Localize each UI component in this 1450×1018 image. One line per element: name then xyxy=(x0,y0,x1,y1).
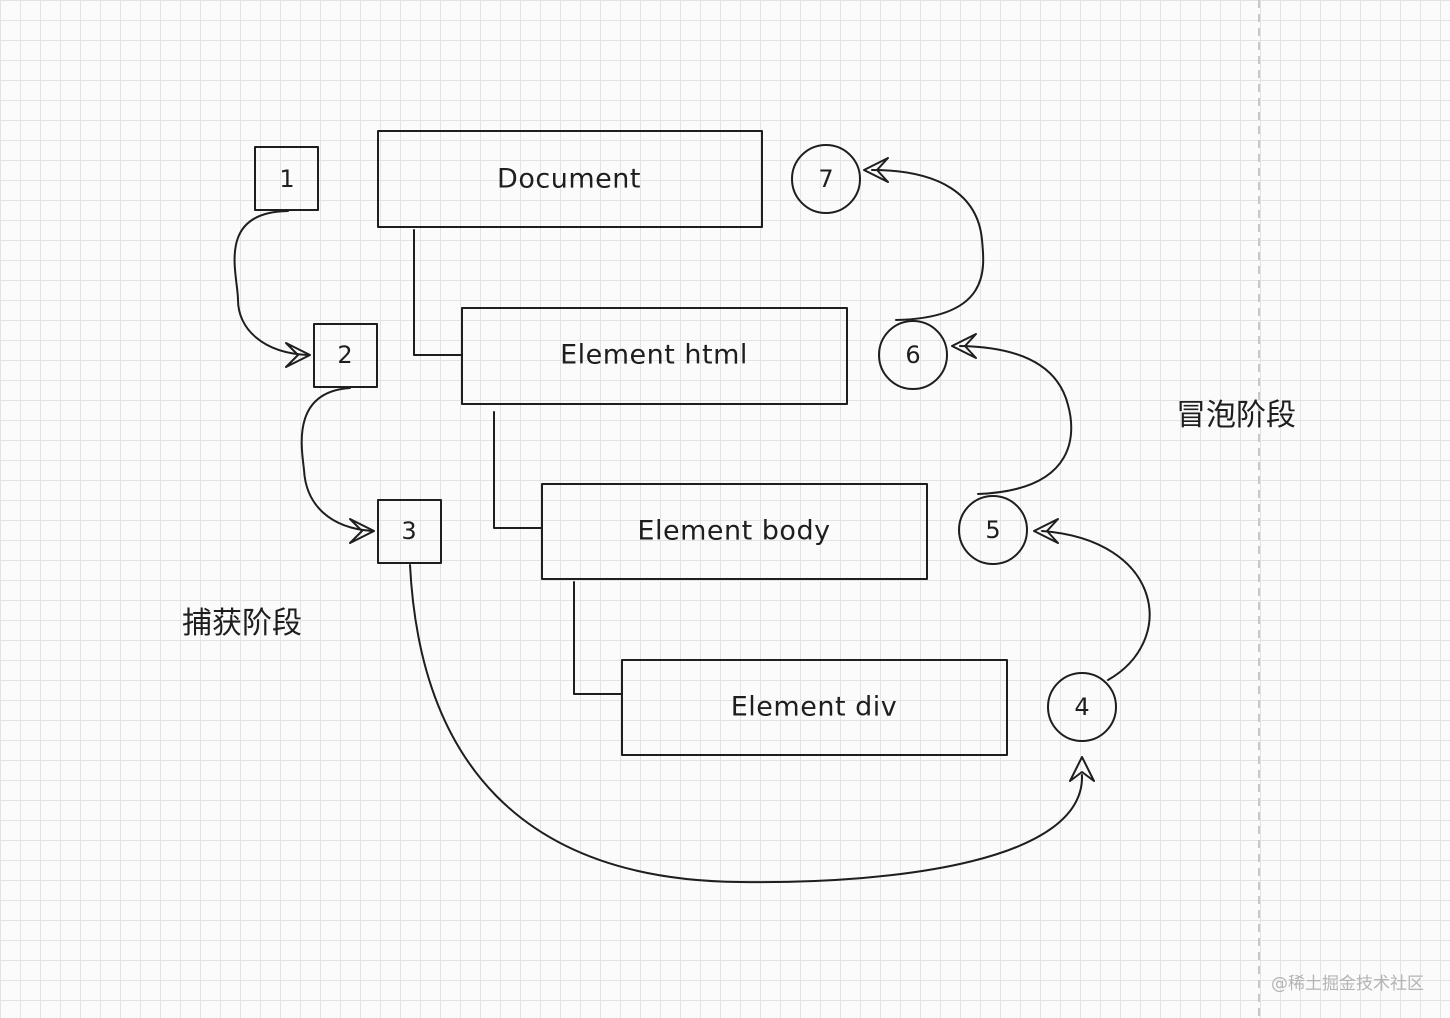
capture-step-1-box xyxy=(254,146,319,211)
capture-step-3-box xyxy=(377,499,442,564)
element-body-label: Element body xyxy=(637,515,831,547)
capture-step-2-box xyxy=(313,323,378,388)
step-3-label: 3 xyxy=(401,517,417,545)
step-5-label: 5 xyxy=(985,516,1001,544)
tree-connector-body-div xyxy=(573,581,623,695)
capture-arrow-3-to-4 xyxy=(409,564,1084,884)
capture-arrow-2-to-3 xyxy=(300,387,373,532)
arrowhead-step-3 xyxy=(349,518,375,544)
document-label: Document xyxy=(497,163,641,195)
watermark: @稀土掘金技术社区 xyxy=(1271,974,1424,994)
bubble-step-7-circle xyxy=(791,144,861,214)
tree-connector-html-body xyxy=(493,411,543,529)
step-4-label: 4 xyxy=(1074,693,1090,721)
bubble-step-6-circle xyxy=(878,320,948,390)
step-1-label: 1 xyxy=(279,165,295,193)
tree-connector-document-html xyxy=(413,229,463,356)
element-body-box xyxy=(541,483,928,580)
arrowhead-step-2 xyxy=(285,342,311,368)
arrowhead-step-7 xyxy=(863,157,889,183)
bubble-arrow-5-to-6 xyxy=(959,345,1073,495)
document-box xyxy=(377,130,763,228)
bubble-step-5-circle xyxy=(958,495,1028,565)
step-7-label: 7 xyxy=(818,165,834,193)
element-html-label: Element html xyxy=(560,339,748,371)
capture-arrow-1-to-2 xyxy=(233,210,309,356)
bubble-arrow-6-to-7 xyxy=(871,169,985,321)
bubble-arrow-4-to-5 xyxy=(1041,530,1151,681)
target-step-4-circle xyxy=(1047,672,1117,742)
bubble-phase-label: 冒泡阶段 xyxy=(1176,398,1296,433)
step-2-label: 2 xyxy=(337,341,353,369)
arrowhead-step-4 xyxy=(1069,756,1095,782)
capture-phase-label: 捕获阶段 xyxy=(182,606,302,641)
element-div-box xyxy=(621,659,1008,756)
arrowhead-step-5 xyxy=(1033,518,1059,544)
element-div-label: Element div xyxy=(730,691,898,723)
step-6-label: 6 xyxy=(905,341,921,369)
arrowhead-step-6 xyxy=(951,333,977,359)
